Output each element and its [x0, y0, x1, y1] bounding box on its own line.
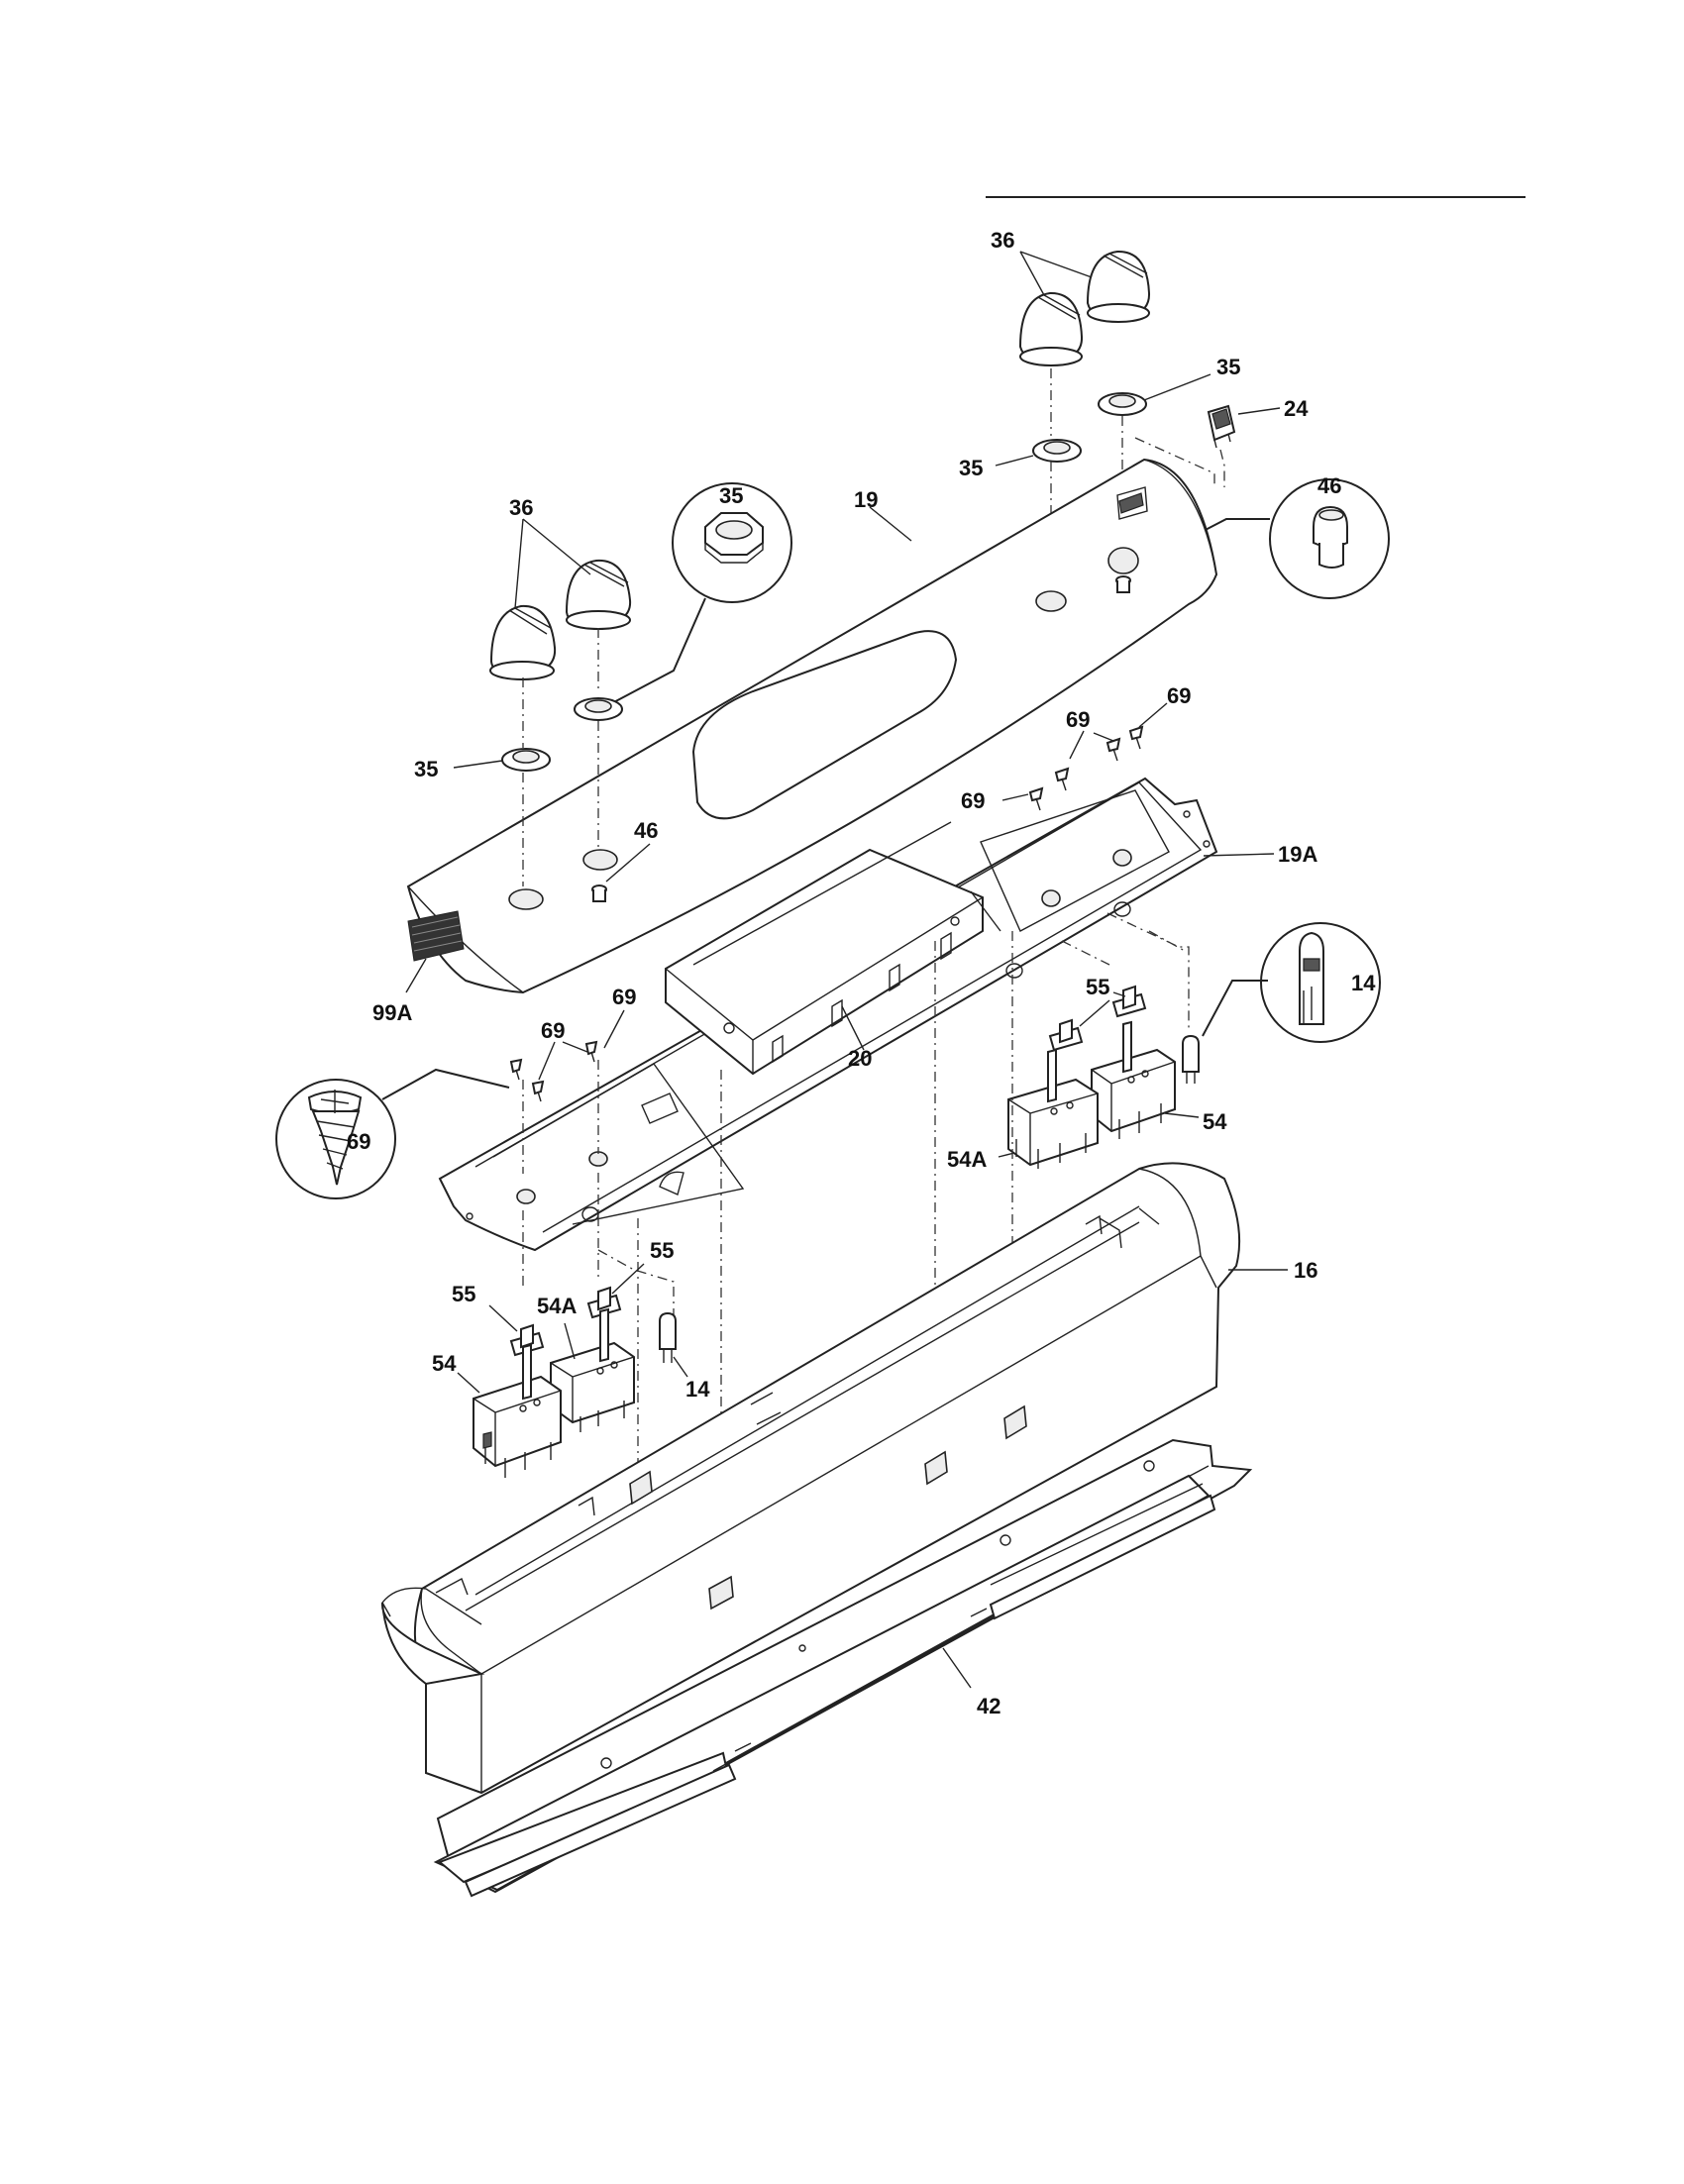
callout-shaft-adapter-left-b: 55: [452, 1282, 475, 1306]
bezel-top-right-a: [1032, 439, 1082, 463]
callout-ribbon: 99A: [372, 1000, 412, 1025]
screw-left-a: [509, 1058, 523, 1081]
callout-control-board: 20: [848, 1046, 872, 1071]
callout-switch-right-a: 54A: [947, 1147, 987, 1172]
callout-switch-left-a: 54A: [537, 1294, 577, 1318]
console-panel: [406, 458, 1218, 994]
screw-left-c: [531, 1080, 545, 1102]
switch-left: [473, 1343, 562, 1478]
callout-switch-left: 54: [432, 1351, 457, 1376]
knob-top-right-a: [1018, 291, 1084, 366]
callout-screw-left-a: 69: [541, 1018, 565, 1043]
inset-nut: [672, 482, 792, 603]
screw-left-b: [584, 1040, 598, 1063]
inset-button: [1269, 478, 1390, 599]
callout-shaft-adapter-left-a: 55: [650, 1238, 674, 1263]
lamp-right: [1182, 1034, 1200, 1084]
switch-right-a: [1007, 1048, 1099, 1169]
knob-left-a: [489, 604, 557, 680]
callout-inset-lamp: 14: [1351, 971, 1376, 995]
shaft-adapter-right-b: [1111, 985, 1147, 1018]
control-board: [665, 821, 1001, 1076]
knob-top-right-b: [1086, 250, 1151, 323]
button-left: [591, 884, 607, 902]
callout-bezel-top-left: 35: [959, 456, 983, 480]
callout-button-left: 46: [634, 818, 658, 843]
switch-left-a: [550, 1307, 635, 1432]
lamp-left: [659, 1311, 677, 1363]
callout-switch-rocker: 24: [1284, 396, 1309, 421]
callout-bezel-top-right: 35: [1216, 355, 1240, 379]
callout-bezel-left: 35: [414, 757, 438, 781]
shaft-adapter-left-b: [586, 1286, 622, 1319]
bezel-top-right-b: [1098, 392, 1147, 416]
callout-inset-nut: 35: [719, 483, 743, 508]
button-right: [1115, 575, 1131, 593]
callout-lamp-left: 14: [685, 1377, 710, 1402]
shaft-adapter-right-a: [1048, 1018, 1084, 1052]
shaft-adapter-left-a: [509, 1323, 545, 1357]
screw-right-c: [1105, 737, 1121, 762]
screw-right-a: [1028, 786, 1044, 811]
callout-screw-b: 69: [1066, 707, 1090, 732]
callout-end-cap-frame: 16: [1294, 1258, 1317, 1283]
knob-left-b: [565, 559, 632, 630]
bezel-left-b: [574, 697, 623, 721]
callout-knob-left: 36: [509, 495, 533, 520]
screw-right-b: [1054, 767, 1070, 791]
rocker-switch: [1207, 404, 1236, 449]
callout-console-panel: 19: [854, 487, 878, 512]
switch-right: [1091, 1020, 1176, 1139]
callout-knob-top: 36: [991, 228, 1014, 253]
ribbon-cable: [407, 910, 465, 962]
callout-inset-screw: 69: [347, 1129, 370, 1154]
bezel-left-a: [501, 748, 551, 772]
callout-screw-left-b: 69: [612, 985, 636, 1009]
callout-inset-button: 46: [1317, 473, 1341, 498]
inset-screw: [275, 1079, 396, 1199]
callout-screw-c: 69: [1167, 683, 1191, 708]
callout-screw-a: 69: [961, 788, 985, 813]
callout-rail: 42: [977, 1694, 1000, 1718]
inset-lamp: [1260, 922, 1381, 1043]
callout-mount-plate: 19A: [1278, 842, 1317, 867]
rail: [433, 1438, 1253, 1898]
callout-shaft-adapter-right: 55: [1086, 975, 1109, 999]
screw-right-d: [1128, 725, 1144, 750]
callout-switch-right: 54: [1203, 1109, 1227, 1134]
end-cap-frame: [380, 1162, 1241, 1795]
